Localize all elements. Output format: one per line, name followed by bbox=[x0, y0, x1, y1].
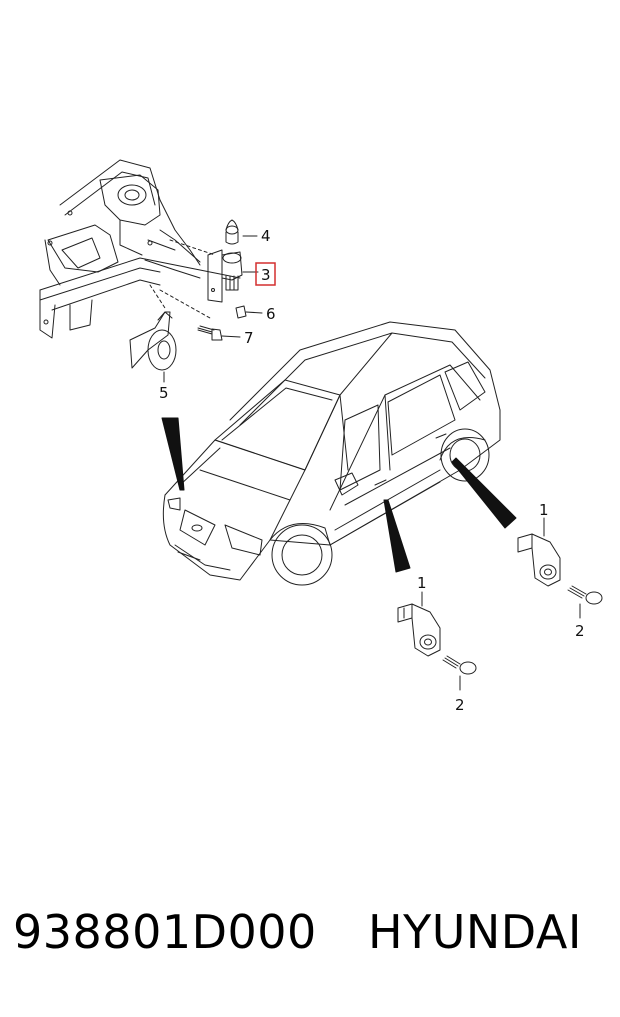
screw-rear bbox=[567, 585, 603, 619]
footer: 938801D000 HYUNDAI bbox=[0, 905, 620, 975]
callout-1-rear: 1 bbox=[539, 501, 549, 519]
screw-front bbox=[442, 655, 477, 691]
callout-2-rear: 2 bbox=[575, 622, 585, 640]
part-number: 938801D000 bbox=[13, 905, 317, 959]
callout-7: 7 bbox=[244, 329, 254, 347]
callout-1-front: 1 bbox=[417, 574, 427, 592]
callout-2-front: 2 bbox=[455, 696, 465, 714]
brand-name: HYUNDAI bbox=[368, 905, 582, 959]
parts-diagram: 4 3 6 7 5 1 2 1 2 bbox=[39, 159, 603, 714]
callout-3-highlight-box bbox=[255, 262, 276, 286]
cap-part bbox=[225, 219, 258, 245]
bolt-part-6 bbox=[235, 305, 263, 319]
callout-3: 3 bbox=[261, 266, 271, 284]
callout-5: 5 bbox=[159, 384, 169, 402]
horn-part bbox=[129, 311, 177, 383]
callout-4: 4 bbox=[261, 227, 271, 245]
bolt-part-7 bbox=[197, 325, 241, 341]
front-frame-assembly bbox=[39, 159, 241, 339]
hood-switch-part bbox=[207, 249, 259, 303]
pointer-arrows bbox=[161, 417, 517, 573]
door-switch-front bbox=[397, 591, 441, 657]
door-switch-rear bbox=[517, 517, 561, 587]
callout-6: 6 bbox=[266, 305, 276, 323]
vehicle-illustration bbox=[162, 321, 501, 586]
